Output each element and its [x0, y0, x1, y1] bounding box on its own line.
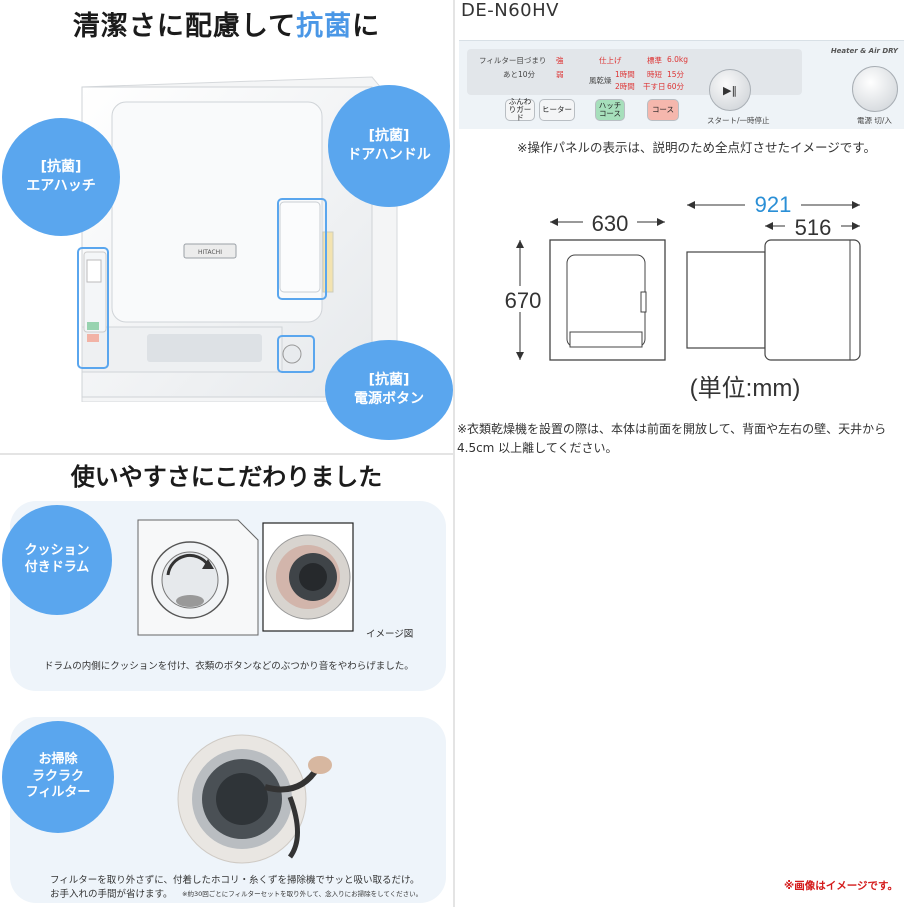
start-pause-button[interactable]: ▶‖	[709, 69, 751, 111]
callout-air-hatch: [抗菌] エアハッチ	[2, 118, 120, 236]
filter-caption: フィルターを取り外さずに、付着したホコリ・糸くずを掃除機でサッと吸い取るだけ。	[50, 875, 420, 886]
heading-highlight: 抗菌	[296, 11, 353, 42]
heater-air-dry-badge: Heater & Air DRY	[830, 47, 898, 55]
blank-panel: ※画像はイメージです。	[455, 455, 908, 907]
remaining-label: あと10分	[503, 70, 536, 79]
antibacterial-heading: 清潔さに配慮して抗菌に	[0, 4, 453, 43]
finish-label: 仕上げ	[599, 56, 622, 65]
callout-label: エアハッチ	[26, 178, 96, 194]
drum-illustration	[137, 519, 354, 636]
ease-of-use-panel: 使いやすさにこだわりました クッション 付きドラム イメージ図 ドラムの内側にク…	[0, 455, 453, 907]
image-note: イメージ図	[366, 629, 414, 640]
brand-logo: HITACHI	[198, 249, 222, 256]
fluffy-guard-button[interactable]: ふんわりガード	[505, 97, 535, 122]
delicate-time: 60分	[667, 82, 685, 91]
badge-line: クッション	[24, 543, 90, 559]
button-label: ふんわりガード	[508, 97, 532, 122]
antibacterial-panel: 清潔さに配慮して抗菌に HITACHI [抗菌] エアハッチ [抗菌] ドアハン…	[0, 0, 453, 440]
heater-button[interactable]: ヒーター	[539, 99, 575, 121]
model-number: DE-N60HV	[461, 0, 559, 21]
badge-line: フィルター	[25, 785, 91, 801]
play-pause-icon: ▶‖	[723, 83, 737, 97]
callout-tag: [抗菌]	[40, 159, 82, 176]
callout-door-handle: [抗菌] ドアハンドル	[328, 85, 450, 207]
body-depth-dimension: 516	[795, 215, 832, 240]
ease-heading: 使いやすさにこだわりました	[70, 463, 383, 491]
dimension-diagram: 630 670 921 516 (単位:mm)	[499, 190, 861, 402]
one-hour-label: 1時間	[615, 70, 635, 79]
two-hours-label: 2時間	[615, 82, 635, 91]
callout-power-button: [抗菌] 電源ボタン	[325, 340, 453, 440]
drum-caption: ドラムの内側にクッションを付け、衣類のボタンなどのぶつかり音をやわらげました。	[44, 661, 414, 672]
button-label: ヒーター	[542, 105, 572, 115]
short-label: 時短	[647, 70, 662, 79]
air-dry-label: 風乾燥	[589, 76, 612, 85]
button-label: コース	[651, 105, 675, 115]
hatch-course-button[interactable]: ハッチコース	[595, 99, 625, 121]
install-note: ※衣類乾燥機を設置の際は、本体は前面を開放して、背面や左右の壁、天井から 4.5…	[457, 422, 887, 455]
power-label: 電源 切/入	[857, 116, 892, 125]
filter-badge: お掃除 ラクラク フィルター	[2, 721, 114, 833]
badge-line: ラクラク	[31, 768, 84, 784]
heading-main: 清潔さに配慮して	[72, 11, 297, 42]
width-dimension: 630	[592, 211, 629, 236]
filter-caption-2: お手入れの手間が省けます。	[50, 889, 173, 900]
total-depth-dimension: 921	[755, 192, 792, 217]
horizontal-divider	[0, 453, 908, 455]
course-button[interactable]: コース	[647, 99, 679, 121]
height-dimension: 670	[505, 288, 542, 313]
dryer-illustration: HITACHI	[77, 76, 398, 402]
unit-label: (単位:mm)	[690, 375, 801, 402]
weak-label: 弱	[556, 70, 564, 79]
short-time: 15分	[667, 70, 685, 79]
callout-tag: [抗菌]	[368, 128, 410, 145]
strong-label: 強	[556, 56, 564, 65]
badge-line: お掃除	[38, 751, 78, 767]
callout-label: 電源ボタン	[354, 391, 424, 407]
control-panel: フィルター目づまり あと10分 強 弱 仕上げ 風乾燥 1時間 2時間 標準 6…	[459, 40, 904, 129]
filter-caption-small: ※約30回ごとにフィルターセットを取り外して、念入りにお掃除をしてください。	[182, 890, 423, 898]
heading-end: に	[352, 11, 381, 42]
drum-badge: クッション 付きドラム	[2, 505, 112, 615]
filter-indicator-label: フィルター目づまり	[479, 56, 547, 65]
callout-tag: [抗菌]	[368, 372, 410, 389]
callout-label: ドアハンドル	[347, 147, 431, 163]
image-disclaimer: ※画像はイメージです。	[784, 880, 898, 892]
panel-note: ※操作パネルの表示は、説明のため全点灯させたイメージです。	[517, 140, 876, 155]
spec-panel: DE-N60HV フィルター目づまり あと10分 強 弱 仕上げ 風乾燥 1時間…	[455, 0, 908, 455]
badge-line: 付きドラム	[24, 560, 90, 575]
standard-time: 6.0kg	[667, 55, 689, 64]
start-label: スタート/一時停止	[707, 116, 770, 125]
power-button[interactable]	[852, 66, 898, 112]
standard-label: 標準	[647, 56, 662, 65]
button-label: ハッチコース	[598, 101, 622, 118]
filter-illustration	[177, 734, 332, 864]
delicate-label: 干す日	[643, 82, 666, 91]
